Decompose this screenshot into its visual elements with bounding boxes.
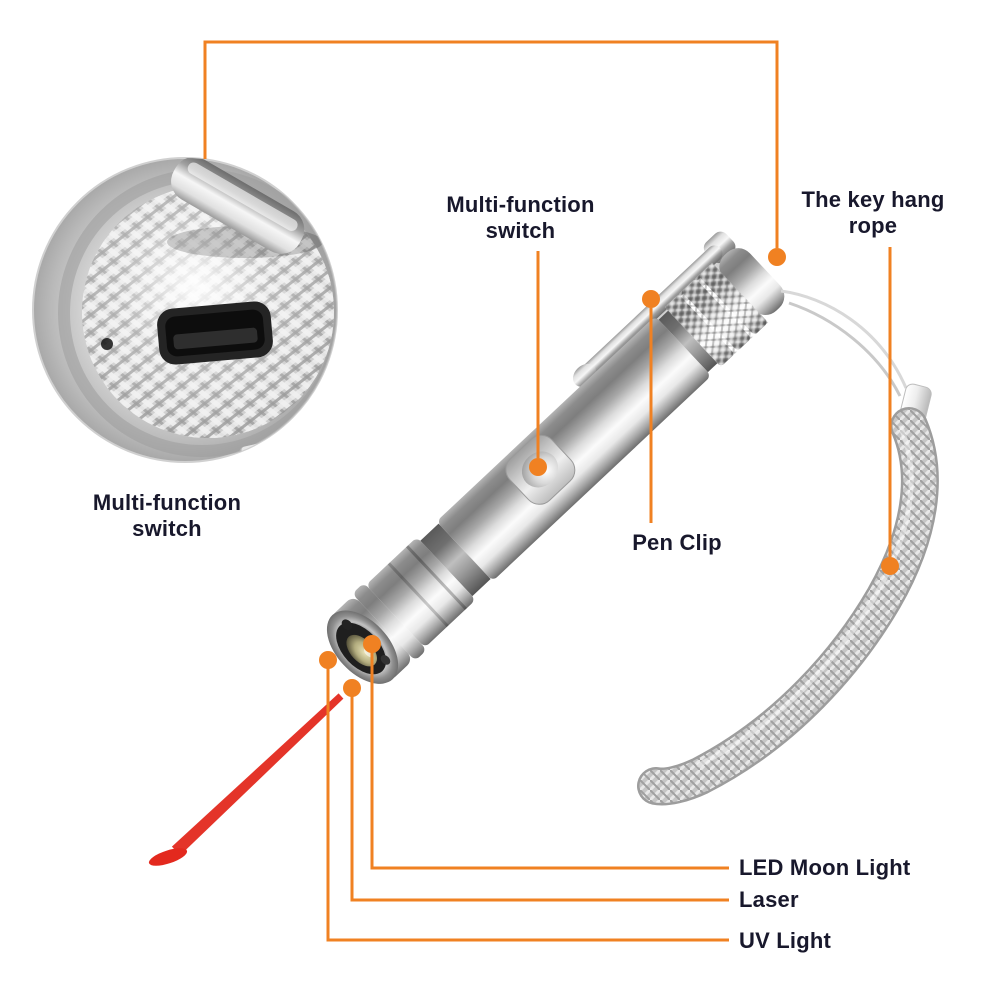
label-uv-light: UV Light <box>739 928 832 953</box>
head-groove <box>420 523 491 597</box>
laser-dot <box>148 848 188 866</box>
laser-aperture <box>341 619 353 631</box>
callout-dot-uv-light <box>319 651 337 669</box>
rope-string-1 <box>780 289 908 389</box>
uv-light-aperture <box>380 655 391 665</box>
callout-dot-laser <box>343 679 361 697</box>
callout-dots <box>319 248 899 697</box>
tail-cap <box>719 248 785 315</box>
knurled-rings <box>664 262 769 367</box>
rope-strap <box>639 409 937 803</box>
callout-dot-tail-usb <box>768 248 786 266</box>
head-barrel <box>368 539 474 646</box>
label-laser: Laser <box>739 887 799 912</box>
laser-ray <box>171 693 344 856</box>
callout-line-uv-light <box>326 668 729 942</box>
callout-line-laser <box>350 696 729 902</box>
rope-strap-highlight <box>696 425 914 768</box>
callout-lines <box>203 40 892 942</box>
key-hang-rope <box>637 289 939 806</box>
pinhole <box>101 338 113 350</box>
neck-groove <box>658 310 718 373</box>
laser-beam <box>148 693 344 866</box>
label-key-hang-rope: The key hang rope <box>801 187 945 238</box>
label-multi-function-switch-top: Multi-function switch <box>446 192 595 243</box>
clip-tip <box>171 158 305 254</box>
head-seam-2 <box>387 562 449 628</box>
callout-dot-pen-clip <box>642 290 660 308</box>
callout-dot-multi-function-switch <box>529 458 547 476</box>
callout-dot-led-moon-light <box>363 635 381 653</box>
callout-line-led-moon-light <box>370 652 729 870</box>
pen <box>326 231 785 684</box>
callout-dot-key-hang-rope <box>881 557 899 575</box>
pen-body <box>438 318 709 579</box>
usb-port <box>157 301 273 365</box>
callout-line-zoom-bracket <box>203 40 779 248</box>
label-pen-clip: Pen Clip <box>632 530 722 555</box>
zoom-inset-circle <box>32 157 338 463</box>
head-seam-1 <box>405 545 468 611</box>
label-led-moon-light: LED Moon Light <box>739 855 911 880</box>
label-multi-function-switch-inset: Multi-function switch <box>92 490 242 541</box>
head-flare-ring <box>354 585 425 659</box>
